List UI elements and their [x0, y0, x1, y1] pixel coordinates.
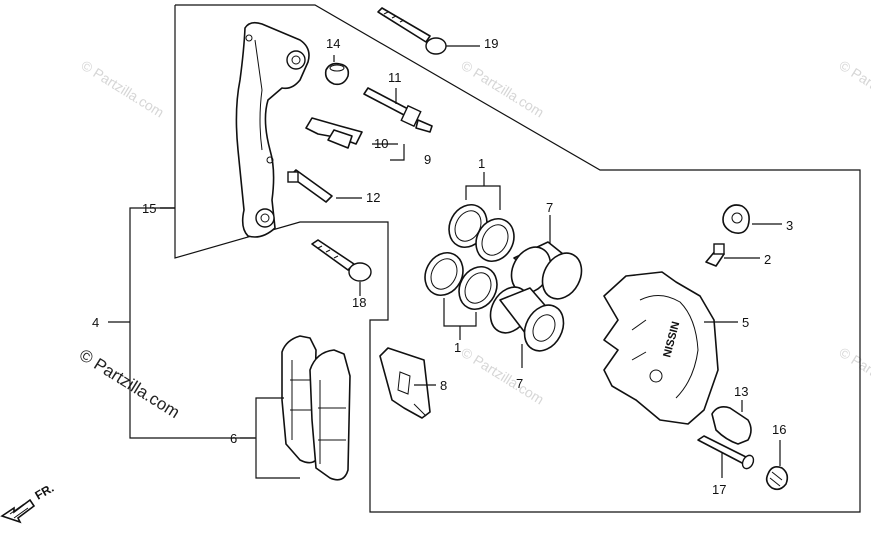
bleeder-2	[705, 243, 760, 267]
part-number-labels: 19 14 11 10 9 12 15 1 7 3 2 18 4 5 1 7 8…	[92, 36, 793, 497]
front-direction-label: FR.	[33, 481, 57, 503]
label-1-top: 1	[478, 156, 485, 171]
label-8: 8	[440, 378, 447, 393]
boot-16	[765, 440, 789, 491]
label-4: 4	[92, 315, 99, 330]
bracket-4-lines	[129, 207, 255, 439]
seals-lower	[424, 252, 498, 340]
bleeder-cap-3	[722, 204, 782, 234]
bolt-18	[311, 239, 372, 296]
label-10: 10	[374, 136, 388, 151]
group-outlines	[108, 4, 861, 513]
outline-bracket-group	[174, 4, 861, 513]
watermark-4: © Partzilla.com	[458, 344, 546, 408]
label-13: 13	[734, 384, 748, 399]
boot-14	[324, 55, 350, 86]
label-7-top: 7	[546, 200, 553, 215]
bolt-12	[287, 169, 362, 203]
label-11: 11	[388, 70, 402, 85]
watermark-2: © Partzilla.com	[458, 57, 546, 121]
label-1-bottom: 1	[454, 340, 461, 355]
label-9: 9	[424, 152, 431, 167]
bolt-13	[711, 400, 752, 445]
label-18: 18	[352, 295, 366, 310]
piston-lower	[489, 286, 565, 368]
piston-upper	[510, 215, 583, 300]
label-16: 16	[772, 422, 786, 437]
pin-11	[363, 87, 433, 133]
label-15: 15	[142, 201, 156, 216]
label-3: 3	[786, 218, 793, 233]
bolt-19	[377, 7, 480, 55]
label-19: 19	[484, 36, 498, 51]
brake-pads	[240, 335, 351, 481]
watermark-3: © Partzilla.com	[836, 57, 871, 121]
caliper-bracket	[235, 21, 310, 238]
label-12: 12	[366, 190, 380, 205]
label-7-bottom: 7	[516, 376, 523, 391]
label-5: 5	[742, 315, 749, 330]
label-6: 6	[230, 431, 237, 446]
pad-clips-10	[305, 117, 405, 161]
label-2: 2	[764, 252, 771, 267]
front-direction-arrow: FR.	[0, 481, 57, 524]
label-17: 17	[712, 482, 726, 497]
seals-upper	[448, 172, 515, 262]
caliper-body-5: NISSIN	[603, 271, 738, 425]
watermark-5: © Partzilla.com	[836, 344, 871, 408]
label-14: 14	[326, 36, 340, 51]
pin-17	[697, 435, 755, 478]
watermark-1: © Partzilla.com	[78, 57, 166, 121]
pad-spring-8	[379, 347, 436, 419]
